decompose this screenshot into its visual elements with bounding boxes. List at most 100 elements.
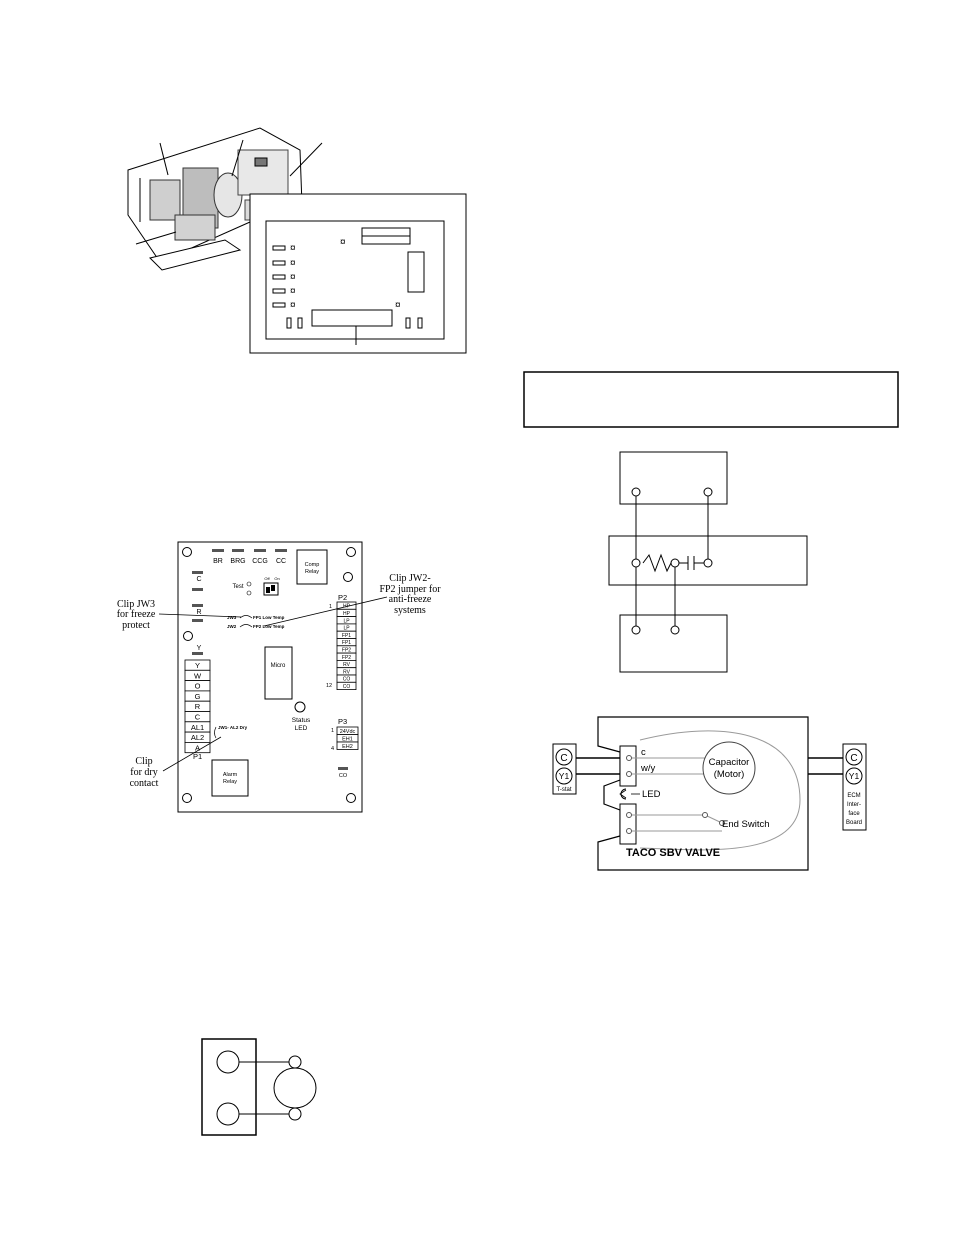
p2-terminal-label: FP2 <box>342 655 351 661</box>
ecm-y1-label: Y1 <box>849 771 860 781</box>
callout-dry-line-1: Clip <box>135 756 152 767</box>
p2-terminal-label: LP <box>343 618 350 624</box>
p1-terminal-label: G <box>195 692 201 701</box>
p2-terminal-label: RV <box>343 669 351 675</box>
p2-terminal-label: FP1 <box>342 633 351 639</box>
co-label: CO <box>339 773 348 779</box>
p1-terminal-label: O <box>195 682 201 691</box>
valve-title: TACO SBV VALVE <box>626 847 720 859</box>
p2-first-number: 1 <box>329 604 332 610</box>
svg-text:¤: ¤ <box>340 237 346 248</box>
p2-terminal-label: FP2 <box>342 647 351 653</box>
p1-label: P1 <box>193 752 202 761</box>
callout-jw3-line-1: Clip JW3 <box>117 599 155 610</box>
svg-text:¤: ¤ <box>290 258 296 269</box>
p3-terminal-label: EH2 <box>342 744 353 750</box>
taco-valve-diagram: Capacitor (Motor) c w/y LED End Switch T… <box>552 716 867 871</box>
p3-last-number: 4 <box>331 746 334 752</box>
alarm-relay-label-1: Alarm <box>223 772 238 778</box>
p2-cell <box>336 681 357 690</box>
board-label-c: C <box>196 576 201 583</box>
p1-terminal-label: R <box>195 702 201 711</box>
ecm-label-3: face <box>848 811 860 817</box>
led-label: LED <box>642 789 661 800</box>
p3-label: P3 <box>338 717 347 726</box>
p1-terminal-label: Y <box>195 661 200 670</box>
p3-terminal-label: 24Vdc <box>340 729 356 735</box>
status-led-label-1: Status <box>292 717 311 724</box>
board-label-r: R <box>196 609 201 616</box>
svg-text:¤: ¤ <box>290 286 296 297</box>
p2-terminal-label: CO <box>343 677 351 683</box>
p3-cell <box>336 741 359 750</box>
jw2-label: JW2 <box>227 624 237 629</box>
callout-jw2: Clip JW2- FP2 jumper for anti-freeze sys… <box>263 573 441 627</box>
wire-c-label: c <box>641 747 646 758</box>
p2-terminal-block: HPHPLPLPFP1FP1FP2FP2RVRVCOCO <box>336 601 357 690</box>
control-board: BR BRG CCG CC Comp Relay C R Y Test Off … <box>177 541 363 813</box>
p2-terminal-label: LP <box>343 626 350 632</box>
control-box-figure: ¤ ¤ ¤ ¤ ¤ ¤ ¤ <box>127 127 467 354</box>
svg-text:¤: ¤ <box>290 300 296 311</box>
callout-dry-contact: Clip for dry contact <box>130 736 222 789</box>
p1-terminal-label: A <box>195 743 200 752</box>
fp2-low-temp-label: FP2 Low Temp <box>253 624 285 629</box>
end-switch-label: End Switch <box>722 819 770 830</box>
ecm-label-1: ECM <box>847 793 860 799</box>
callout-jw2-line-2: FP2 jumper for <box>379 584 441 595</box>
test-label: Test <box>232 584 243 590</box>
callout-dry-line-2: for dry <box>130 767 158 778</box>
p2-label: P2 <box>338 593 347 602</box>
p1-terminal-label: AL2 <box>191 733 204 742</box>
p2-terminal-label: RV <box>343 662 351 668</box>
led-label-ccg: CCG <box>252 558 268 565</box>
callout-jw3-line-3: protect <box>122 620 150 631</box>
wire-wy-label: w/y <box>640 763 656 774</box>
note-box <box>523 371 899 428</box>
svg-text:¤: ¤ <box>395 300 401 311</box>
callout-jw2-line-3: anti-freeze <box>389 594 432 605</box>
inset-led-row: ¤ ¤ ¤ ¤ ¤ ¤ ¤ <box>272 237 401 311</box>
tstat-y1-label: Y1 <box>559 771 570 781</box>
capacitor-label-2: (Motor) <box>714 769 745 780</box>
jw3-label: JW3 <box>227 615 237 620</box>
tstat-c-label: C <box>560 753 567 764</box>
ecm-label-4: Board <box>846 820 862 826</box>
led-label-br: BR <box>213 558 223 565</box>
led-label-brg: BRG <box>230 558 245 565</box>
p2-terminal-label: CO <box>343 684 351 690</box>
switch-off-label: Off <box>264 576 270 581</box>
svg-text:¤: ¤ <box>290 272 296 283</box>
callout-dry-line-3: contact <box>130 778 159 789</box>
callout-jw3-line-2: for freeze <box>117 609 156 620</box>
board-label-y: Y <box>197 645 202 652</box>
ecm-c-label: C <box>850 753 857 764</box>
p1-terminal-label: C <box>195 713 201 722</box>
callout-jw2-line-4: systems <box>394 605 426 616</box>
motor-wiring-diagram <box>608 451 808 673</box>
fp1-low-temp-label: FP1 Low Temp <box>253 615 285 620</box>
tstat-label: T-stat <box>556 787 571 793</box>
callout-jw3: Clip JW3 for freeze protect <box>117 599 242 631</box>
status-led-label-2: LED <box>295 725 308 732</box>
p2-terminal-label: HP <box>343 611 351 617</box>
micro-label: Micro <box>271 663 286 669</box>
p2-terminal-label: FP1 <box>342 640 351 646</box>
p1-terminal-label: W <box>194 671 202 680</box>
led-label-cc: CC <box>276 558 286 565</box>
p1-cell <box>184 742 211 754</box>
alarm-relay-label-2: Relay <box>223 779 237 785</box>
callout-jw2-line-1: Clip JW2- <box>389 573 430 584</box>
p2-last-number: 12 <box>326 683 332 689</box>
p1-terminal-label: AL1 <box>191 723 204 732</box>
comp-relay-label-1: Comp <box>305 562 320 568</box>
svg-text:¤: ¤ <box>290 243 296 254</box>
jw1-label: JW1- AL2 Dry <box>218 725 248 730</box>
terminal-motor-sketch <box>201 1038 317 1136</box>
p3-first-number: 1 <box>331 728 334 734</box>
switch-on-label: On <box>274 576 279 581</box>
